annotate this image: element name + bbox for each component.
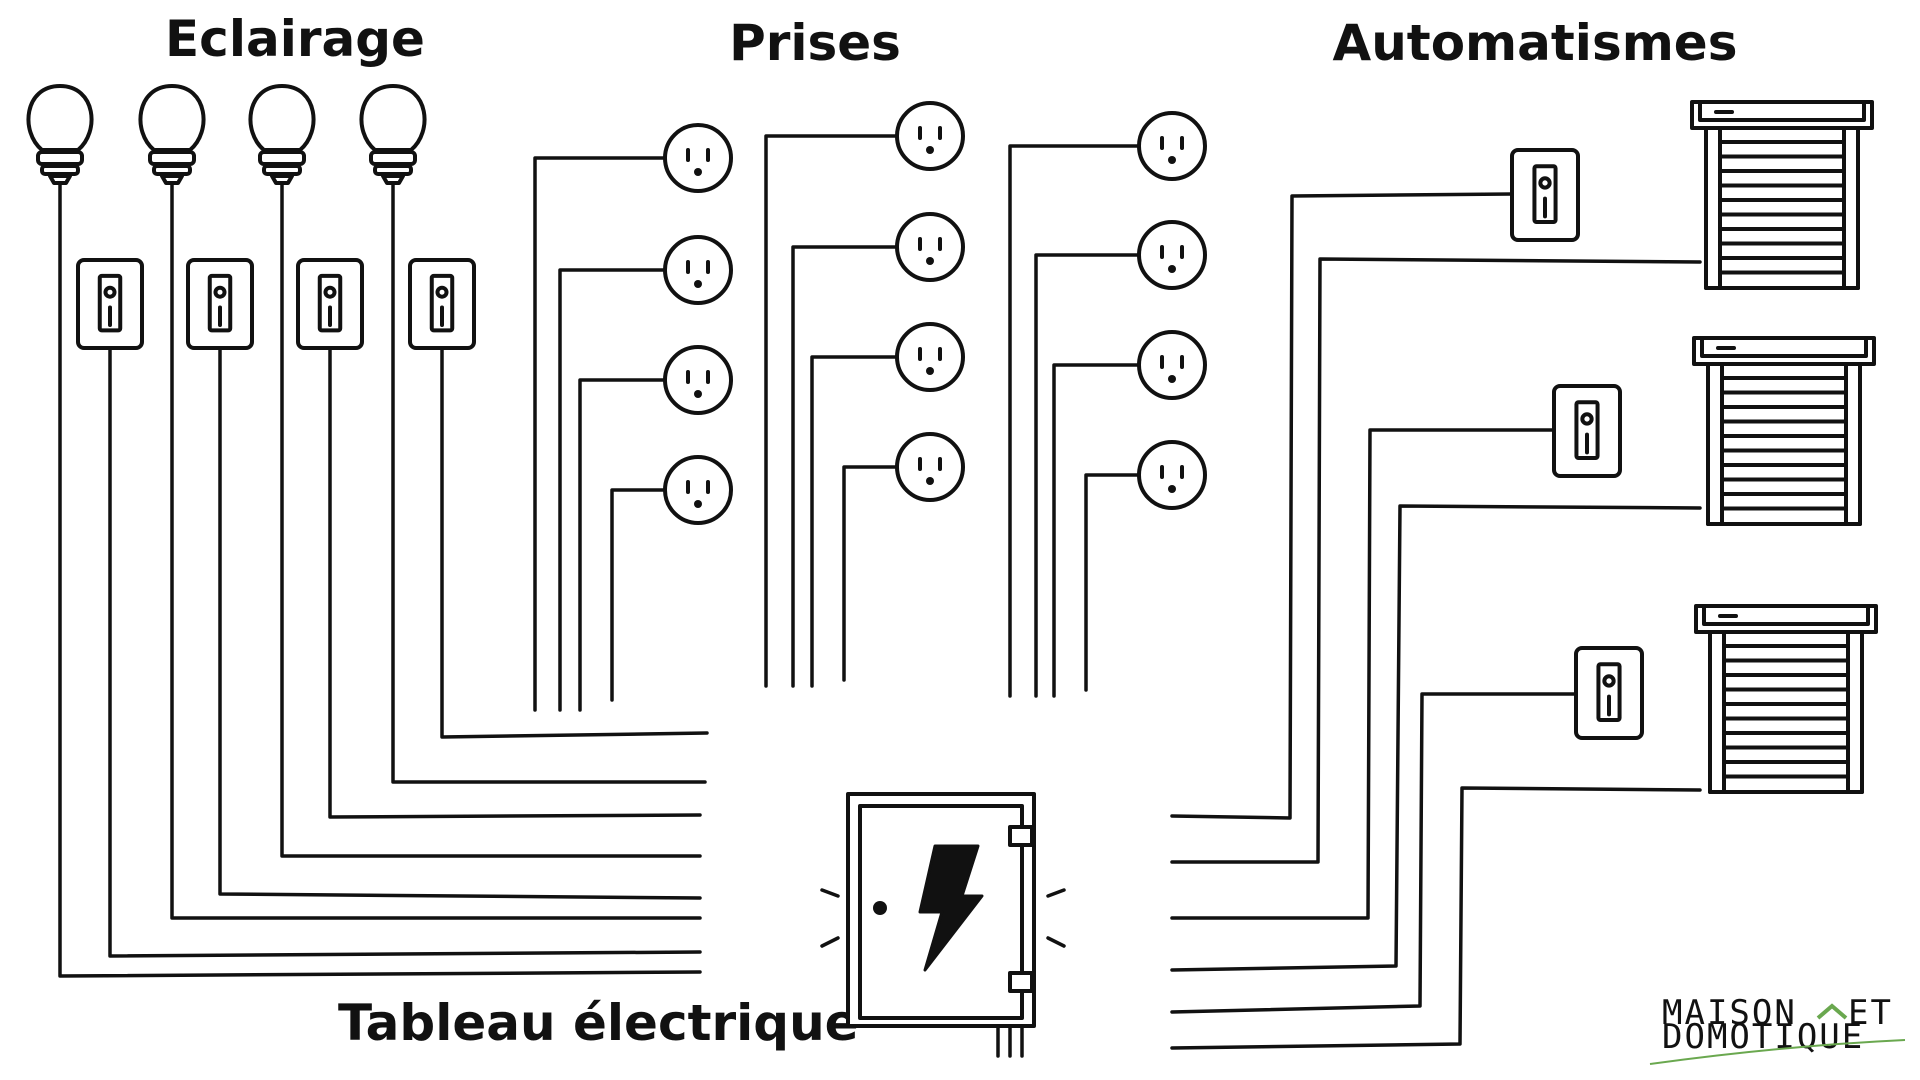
automation-wire bbox=[1170, 192, 1514, 820]
light-bulb-icon bbox=[359, 84, 427, 185]
house-icon bbox=[1816, 1003, 1848, 1020]
power-outlet-icon bbox=[895, 322, 965, 392]
bulb-wire bbox=[280, 182, 702, 858]
outlet-wire bbox=[578, 378, 667, 712]
automation-section bbox=[1510, 100, 1878, 794]
power-outlet-icon bbox=[663, 345, 733, 415]
roller-shutter-icon bbox=[1694, 604, 1878, 794]
wires bbox=[58, 134, 1702, 1050]
wall-switch-icon bbox=[408, 258, 476, 350]
bulb-wire bbox=[391, 182, 707, 784]
automation-wire bbox=[1170, 692, 1578, 1014]
switch-wire bbox=[108, 346, 702, 958]
outlet-wire bbox=[1084, 473, 1141, 692]
outlet-wire bbox=[533, 156, 667, 712]
automation-wire bbox=[1170, 504, 1702, 972]
switch-wire bbox=[328, 346, 702, 819]
automation-wire bbox=[1170, 786, 1702, 1050]
outlet-wire bbox=[791, 245, 899, 688]
outlet-wire bbox=[558, 268, 667, 712]
light-bulb-icon bbox=[248, 84, 316, 185]
roller-shutter-icon bbox=[1690, 100, 1874, 290]
wall-switch-icon bbox=[1574, 646, 1644, 740]
automation-wire bbox=[1170, 257, 1702, 864]
logo-line1: MAISON bbox=[1662, 993, 1797, 1033]
outlets-section bbox=[663, 101, 1207, 525]
brand-logo: MAISON ET DOMOTIQUE bbox=[1649, 993, 1906, 1065]
panel-title: Tableau électrique bbox=[338, 994, 859, 1052]
lighting-title: Eclairage bbox=[165, 10, 425, 68]
bulb-wire bbox=[170, 182, 702, 920]
power-outlet-icon bbox=[895, 432, 965, 502]
power-outlet-icon bbox=[895, 212, 965, 282]
light-bulb-icon bbox=[26, 84, 94, 185]
switch-wire bbox=[218, 346, 702, 900]
wall-switch-icon bbox=[76, 258, 144, 350]
light-bulb-icon bbox=[138, 84, 206, 185]
wall-switch-icon bbox=[186, 258, 254, 350]
outlet-wire bbox=[810, 355, 899, 688]
outlet-wire bbox=[610, 488, 667, 702]
roller-shutter-icon bbox=[1692, 336, 1876, 526]
power-outlet-icon bbox=[663, 235, 733, 305]
logo-line1b: ET bbox=[1848, 993, 1893, 1033]
power-outlet-icon bbox=[663, 123, 733, 193]
outlet-wire bbox=[1034, 253, 1141, 698]
power-outlet-icon bbox=[1137, 330, 1207, 400]
electrical-panel-icon bbox=[820, 792, 1066, 1058]
wall-switch-icon bbox=[1510, 148, 1580, 242]
automation-wire bbox=[1170, 428, 1556, 920]
power-outlet-icon bbox=[663, 455, 733, 525]
bulb-wire bbox=[58, 182, 702, 978]
outlet-wire bbox=[1052, 363, 1141, 698]
outlets-title: Prises bbox=[729, 14, 901, 72]
lighting-section bbox=[26, 84, 476, 350]
power-outlet-icon bbox=[895, 101, 965, 171]
wall-switch-icon bbox=[296, 258, 364, 350]
automation-title: Automatismes bbox=[1333, 14, 1738, 72]
switch-wire bbox=[440, 346, 709, 739]
outlet-wire bbox=[842, 465, 899, 682]
outlet-wire bbox=[764, 134, 899, 688]
outlet-wire bbox=[1008, 144, 1141, 698]
power-outlet-icon bbox=[1137, 440, 1207, 510]
power-outlet-icon bbox=[1137, 220, 1207, 290]
wall-switch-icon bbox=[1552, 384, 1622, 478]
power-outlet-icon bbox=[1137, 111, 1207, 181]
